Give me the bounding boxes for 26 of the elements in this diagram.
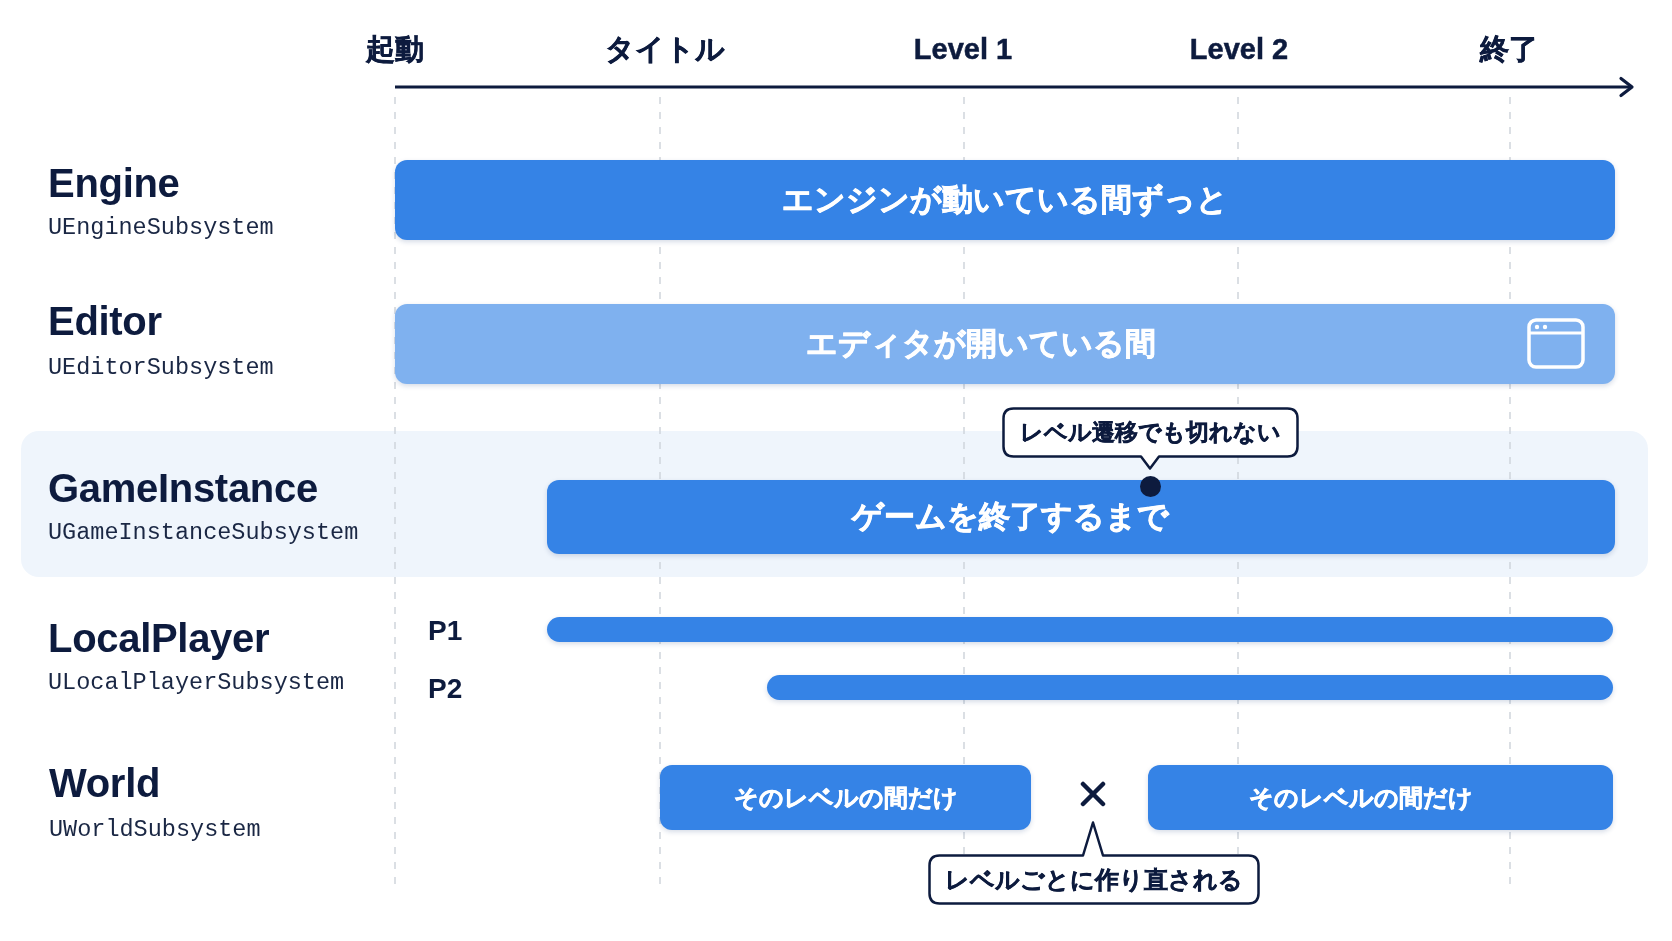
class-name: ULocalPlayerSubsystem xyxy=(48,669,345,697)
class-name: UEditorSubsystem xyxy=(48,354,274,382)
lifetime-bar xyxy=(767,675,1613,700)
lifetime-bar xyxy=(395,304,1615,384)
bar-label: エディタが開いている間 xyxy=(806,325,1156,363)
lifetime-bar: エンジンが動いている間ずっと xyxy=(395,160,1615,240)
lifetime-bar: そのレベルの間だけ xyxy=(1148,765,1613,830)
row-title: Editor xyxy=(48,298,162,344)
axis-label: 起動 xyxy=(366,33,424,67)
row-title: World xyxy=(49,760,161,806)
class-name: UGameInstanceSubsystem xyxy=(48,519,359,547)
axis-label: Level 2 xyxy=(1189,33,1289,67)
lifetime-bar xyxy=(547,617,1613,642)
player-label: P1 xyxy=(428,614,463,648)
axis-label: 終了 xyxy=(1480,33,1538,67)
row-title: GameInstance xyxy=(48,465,318,511)
axis-label: タイトル xyxy=(605,33,725,67)
lifetime-bar: そのレベルの間だけ xyxy=(660,765,1031,830)
class-name: UEngineSubsystem xyxy=(48,214,274,242)
callout-bubble: レベルごとに作り直される xyxy=(928,821,1260,905)
lifetime-bar: ゲームを終了するまで xyxy=(547,480,1615,554)
axis-label: Level 1 xyxy=(913,33,1013,67)
class-name: UWorldSubsystem xyxy=(49,816,261,844)
row-title: Engine xyxy=(48,160,180,206)
player-label: P2 xyxy=(428,672,463,706)
row-title: LocalPlayer xyxy=(48,615,270,661)
